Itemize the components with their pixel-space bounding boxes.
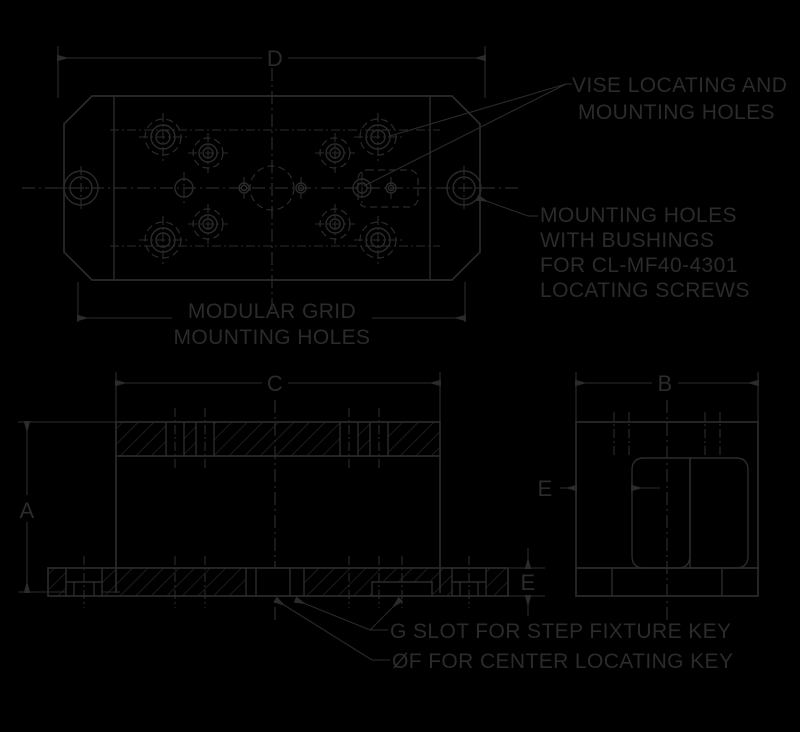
leader-bushing-holes <box>475 194 538 217</box>
side-pocket-left <box>631 457 691 569</box>
bottom-plate-section <box>47 556 509 608</box>
mounting-hole-bushing-right <box>441 166 487 210</box>
center-locating-bore <box>249 165 295 211</box>
bushing-label-line2: WITH BUSHINGS <box>540 229 714 252</box>
dimension-c: C <box>114 371 442 424</box>
centerline-small-bore-far-right <box>385 177 397 199</box>
vise-hole-upper-right-large <box>354 113 402 161</box>
vise-hole-lower-right-large <box>354 216 402 264</box>
bushing-label-line1: MOUNTING HOLES <box>540 204 737 227</box>
mounting-hole-bushing-left <box>58 166 104 210</box>
vise-hole-upper-left-small <box>188 133 228 173</box>
top-plan-view: D <box>22 46 572 322</box>
dimension-c-label: C <box>267 371 283 396</box>
leader-vise-holes <box>363 83 572 187</box>
leader-g-slot <box>293 596 404 631</box>
centerline-small-bore-right-outer <box>352 172 372 204</box>
plate-outline <box>63 95 481 281</box>
vise-holes-label-line1: VISE LOCATING AND <box>572 74 787 97</box>
dimension-a-label: A <box>19 498 34 523</box>
bushing-label-line4: LOCATING SCREWS <box>540 279 750 302</box>
dimension-e-side: E <box>537 476 660 501</box>
vise-hole-lower-left-large <box>139 216 187 264</box>
modular-grid-label-line1: MODULAR GRID <box>188 300 356 323</box>
dimension-a: A <box>18 420 120 594</box>
centerline-small-bore-right-inner <box>295 177 307 199</box>
dimension-modular-grid <box>76 282 467 322</box>
dimension-d: D <box>56 46 487 98</box>
centerline-small-bore-left-inner <box>238 177 250 199</box>
centerline-small-bore-left-outer <box>174 172 194 204</box>
bushing-label-line3: FOR CL-MF40-4301 <box>540 254 738 277</box>
top-plate-section <box>115 408 441 470</box>
vise-hole-upper-right-small <box>315 133 355 173</box>
front-section-view: C A <box>18 371 545 661</box>
vise-hole-lower-right-small <box>315 204 355 244</box>
vise-hole-lower-left-small <box>188 204 228 244</box>
side-pocket-right <box>689 457 749 569</box>
vise-holes-label-line2: MOUNTING HOLES <box>578 101 775 124</box>
dimension-d-label: D <box>267 46 283 71</box>
leader-f-bore <box>273 596 390 661</box>
dimension-e-thickness-label: E <box>520 570 535 595</box>
f-bore-label: ØF FOR CENTER LOCATING KEY <box>392 650 733 673</box>
side-section-view: B E <box>537 371 760 620</box>
dimension-b: B <box>574 371 760 424</box>
g-slot-hidden-outline <box>357 169 419 208</box>
dimension-e-thickness: E <box>508 548 545 616</box>
vise-hole-upper-left-large <box>139 113 187 161</box>
modular-grid-label-line2: MOUNTING HOLES <box>174 326 371 349</box>
dimension-b-label: B <box>657 371 672 396</box>
g-slot-label: G SLOT FOR STEP FIXTURE KEY <box>390 620 731 643</box>
dimension-e-side-label: E <box>537 476 552 501</box>
